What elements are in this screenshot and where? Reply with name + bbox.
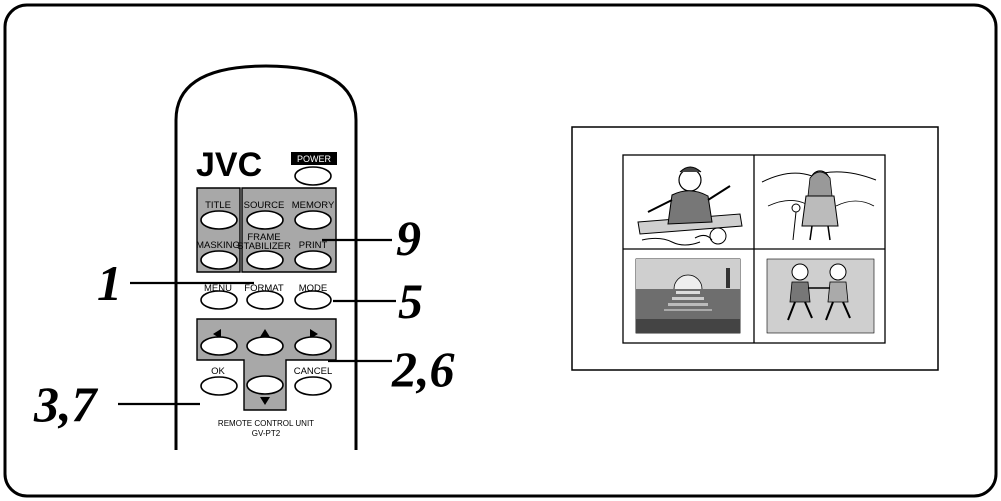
remote-control: JVC POWER TITLE SOURCE MEMORY MASKING FR… [174, 64, 358, 450]
print-button[interactable] [294, 250, 332, 270]
menu-label: MENU [204, 283, 232, 294]
right-button[interactable] [294, 336, 332, 356]
power-button[interactable] [294, 166, 332, 186]
up-button[interactable] [246, 336, 284, 356]
panel-left [196, 187, 241, 273]
triangle-down-icon [260, 397, 270, 405]
ok-button[interactable] [200, 376, 238, 396]
brand-logo: JVC [196, 146, 262, 184]
callout-2-6: 2,6 [391, 341, 455, 397]
format-button[interactable] [246, 290, 284, 310]
power-label: POWER [297, 154, 332, 164]
menu-button[interactable] [200, 290, 238, 310]
masking-button[interactable] [200, 250, 238, 270]
mode-label: MODE [299, 283, 328, 294]
power-label-box [291, 152, 337, 165]
source-button[interactable] [246, 210, 284, 230]
down-button[interactable] [246, 375, 284, 395]
picture-children-running [766, 258, 875, 334]
callouts: 1 9 5 2,6 3,7 [33, 210, 455, 432]
frame-stabilizer-button[interactable] [246, 250, 284, 270]
callout-3-7: 3,7 [33, 376, 99, 432]
cancel-label: CANCEL [294, 366, 333, 377]
mode-button[interactable] [294, 290, 332, 310]
picture-sunset-sea [635, 258, 741, 334]
source-label: SOURCE [244, 200, 285, 211]
title-label: TITLE [205, 200, 231, 211]
screen-display [571, 126, 939, 371]
picture-man-with-baby [637, 166, 743, 246]
left-button[interactable] [200, 336, 238, 356]
memory-label: MEMORY [292, 200, 335, 211]
frame-label: FRAME [247, 232, 280, 243]
title-button[interactable] [200, 210, 238, 230]
callout-9: 9 [396, 210, 421, 266]
stabilizer-label: STABILIZER [237, 241, 291, 252]
print-label: PRINT [299, 240, 328, 251]
cancel-button[interactable] [294, 376, 332, 396]
triangle-up-icon [260, 329, 270, 337]
picture-woman-landscape [761, 170, 877, 241]
masking-label: MASKING [196, 240, 240, 251]
callout-1: 1 [97, 255, 122, 311]
format-label: FORMAT [244, 283, 284, 294]
callout-5: 5 [398, 273, 423, 329]
ok-label: OK [211, 366, 225, 377]
remote-footer-line2: GV-PT2 [252, 429, 281, 438]
remote-footer-line1: REMOTE CONTROL UNIT [218, 419, 314, 428]
memory-button[interactable] [294, 210, 332, 230]
